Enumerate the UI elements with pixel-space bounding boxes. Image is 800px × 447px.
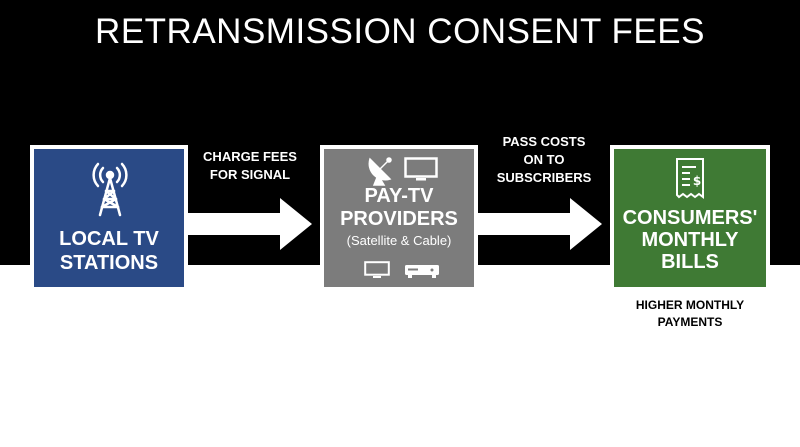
broadcast-tower-icon bbox=[92, 162, 128, 217]
arrow-local-to-paytv bbox=[188, 198, 312, 250]
local-tv-stations-label: LOCAL TV STATIONS bbox=[59, 228, 159, 274]
page-title: RETRANSMISSION CONSENT FEES bbox=[95, 12, 705, 51]
pay-tv-providers-sublabel: (Satellite & Cable) bbox=[346, 233, 452, 248]
pay-tv-providers-box: PAY-TV PROVIDERS (Satellite & Cable) bbox=[320, 145, 478, 291]
arrow-paytv-to-consumer bbox=[478, 198, 602, 250]
consumers-monthly-bills-box: $ CONSUMERS' MONTHLY BILLS bbox=[610, 145, 770, 291]
local-tv-stations-box: LOCAL TV STATIONS bbox=[30, 145, 188, 291]
svg-text:$: $ bbox=[693, 174, 701, 188]
pay-tv-providers-label: PAY-TV PROVIDERS bbox=[340, 185, 458, 230]
pass-costs-label: PASS COSTS ON TO SUBSCRIBERS bbox=[496, 134, 592, 185]
bill-icon: $ bbox=[676, 158, 704, 199]
television-icon bbox=[404, 157, 438, 181]
consumers-monthly-bills-label: CONSUMERS' MONTHLY BILLS bbox=[622, 207, 758, 273]
higher-monthly-payments-note: HIGHER MONTHLY PAYMENTS bbox=[635, 298, 745, 329]
television-icon bbox=[364, 261, 390, 278]
set-top-box-icon bbox=[405, 265, 439, 278]
satellite-dish-icon bbox=[368, 157, 392, 186]
charge-fees-label: CHARGE FEES FOR SIGNAL bbox=[203, 149, 297, 182]
